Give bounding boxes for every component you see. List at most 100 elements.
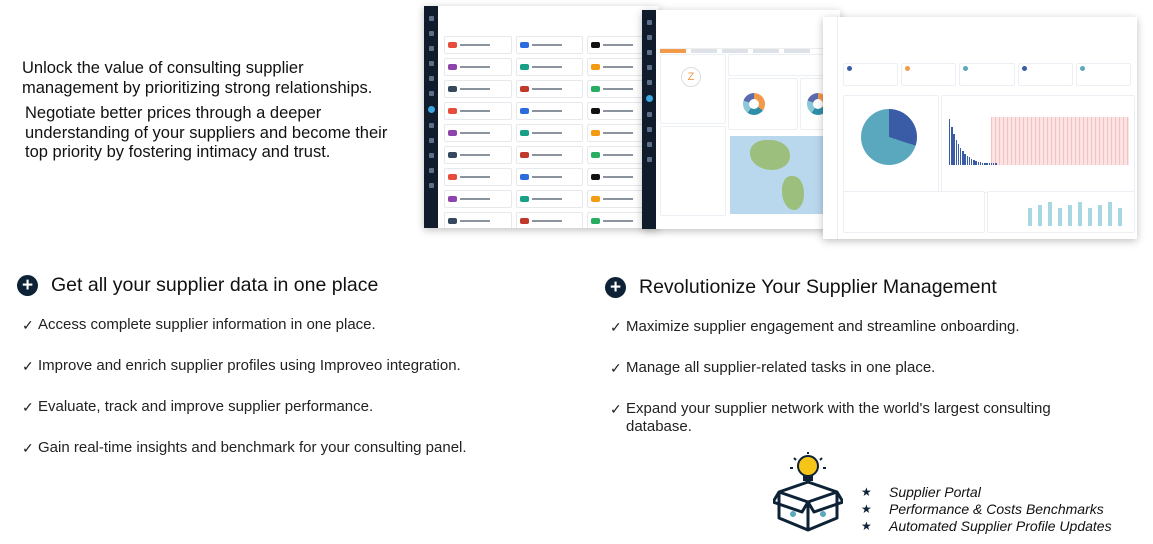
- left-feature-list: ✓Access complete supplier information in…: [22, 316, 467, 457]
- capability-bar: [966, 155, 968, 165]
- capability-bar: [953, 134, 955, 165]
- variability-bar: [1108, 202, 1112, 226]
- checkmark-icon: ✓: [610, 401, 622, 417]
- app-sidebar: [424, 6, 438, 228]
- supplier-tile-grid: [444, 36, 655, 228]
- kpi-card: [1017, 63, 1073, 86]
- about-card: [728, 54, 838, 76]
- variability-card: [987, 191, 1135, 233]
- capability-bar: [960, 147, 962, 165]
- checkmark-icon: ✓: [22, 358, 34, 374]
- spend-by-capability-bars: [945, 113, 1133, 165]
- supplier-tile: [444, 80, 512, 98]
- capability-bar: [973, 159, 975, 165]
- list-item: ✓Improve and enrich supplier profiles us…: [22, 357, 461, 374]
- supplier-logo: Z: [681, 67, 701, 87]
- capability-bar: [979, 162, 982, 165]
- supplier-tile: [444, 102, 512, 120]
- list-item: ★Performance & Costs Benchmarks: [861, 501, 1104, 517]
- capability-bar: [986, 163, 988, 165]
- supplier-tile: [444, 36, 512, 54]
- variability-bar: [1078, 202, 1082, 226]
- supplier-tile: [515, 212, 584, 228]
- spend-by-tier-pie: [861, 109, 917, 165]
- list-item: ✓Access complete supplier information in…: [22, 316, 376, 333]
- supplier-tile: [515, 58, 584, 76]
- kpi-row: [843, 63, 1131, 86]
- supplier-tile: [444, 190, 512, 208]
- capabilities-donut: [743, 93, 765, 115]
- capability-bar: [975, 160, 977, 165]
- list-item: ★Supplier Portal: [861, 484, 981, 500]
- capability-bar: [993, 163, 995, 165]
- capability-bar: [988, 163, 990, 165]
- supplier-tile: [515, 168, 584, 186]
- intro-text: Unlock the value of consulting supplier …: [22, 59, 392, 169]
- variability-bar: [1028, 208, 1032, 226]
- highlights-list: ★Supplier Portal ★Performance & Costs Be…: [861, 484, 1112, 535]
- variability-bar: [1068, 205, 1072, 226]
- intro-line-1: Unlock the value of consulting supplier …: [22, 59, 373, 97]
- market-exploration-screenshot: [424, 6, 659, 228]
- supplier-tile: [444, 58, 512, 76]
- variability-bar: [1048, 202, 1052, 226]
- variability-bar: [1038, 205, 1042, 226]
- right-section-heading: Revolutionize Your Supplier Management: [639, 276, 997, 298]
- supplier-tile: [444, 212, 512, 228]
- intro-line-2: Negotiate better prices through a deeper…: [25, 104, 388, 161]
- supplier-profile-screenshot: Z: [642, 10, 840, 229]
- supplier-tile: [515, 80, 584, 98]
- supplier-tile: [444, 146, 512, 164]
- supplier-tile: [515, 102, 584, 120]
- supplier-tile: [444, 168, 512, 186]
- variability-bar: [1098, 205, 1102, 226]
- capability-bar: [984, 163, 986, 165]
- star-icon: ★: [861, 519, 872, 533]
- variability-bar: [1118, 208, 1122, 226]
- spend-volume-card: [843, 191, 985, 233]
- profile-tabs: [660, 40, 836, 53]
- kpi-card: [959, 63, 1015, 86]
- capability-bar: [949, 119, 951, 165]
- supplier-tile: [515, 36, 584, 54]
- checkmark-icon: ✓: [610, 319, 622, 335]
- list-item: ✓Gain real-time insights and benchmark f…: [22, 439, 467, 456]
- star-icon: ★: [861, 485, 872, 499]
- supplier-tile: [444, 124, 512, 142]
- capability-heat-strip: [991, 117, 1129, 165]
- capability-bar: [964, 153, 966, 165]
- capability-bar: [955, 139, 957, 165]
- checkmark-icon: ✓: [22, 440, 34, 456]
- capability-bar: [982, 162, 984, 165]
- list-item: ★Automated Supplier Profile Updates: [861, 518, 1112, 534]
- kpi-card: [843, 63, 899, 86]
- capability-bar: [971, 158, 973, 165]
- right-feature-list: ✓Maximize supplier engagement and stream…: [610, 318, 1110, 436]
- star-icon: ★: [861, 502, 872, 516]
- capability-bar: [962, 151, 964, 165]
- app-sidebar: [642, 10, 656, 229]
- supplier-tile: [515, 190, 584, 208]
- checkmark-icon: ✓: [610, 360, 622, 376]
- variability-bar: [1058, 208, 1062, 226]
- list-item: ✓Maximize supplier engagement and stream…: [610, 318, 1020, 335]
- list-item: ✓Manage all supplier-related tasks in on…: [610, 359, 936, 376]
- capability-bar: [951, 127, 953, 165]
- capability-bar: [990, 163, 993, 165]
- supplier-tile: [515, 124, 584, 142]
- kpi-card: [1075, 63, 1131, 86]
- supplier-tile: [515, 146, 584, 164]
- panel-analytics-screenshot: [823, 17, 1137, 239]
- app-sidebar: [823, 17, 838, 239]
- list-item: ✓Evaluate, track and improve supplier pe…: [22, 398, 374, 415]
- capability-bar: [968, 157, 971, 165]
- supplier-logo-card: Z: [660, 54, 726, 124]
- left-section-heading: Get all your supplier data in one place: [51, 274, 379, 296]
- info-card: [660, 126, 726, 216]
- locations-map: [730, 136, 836, 214]
- plus-circle-icon: +: [605, 277, 626, 298]
- capability-bar: [995, 163, 997, 165]
- lightbulb-box-icon: [773, 452, 843, 532]
- plus-circle-icon: +: [17, 275, 38, 296]
- checkmark-icon: ✓: [22, 399, 34, 415]
